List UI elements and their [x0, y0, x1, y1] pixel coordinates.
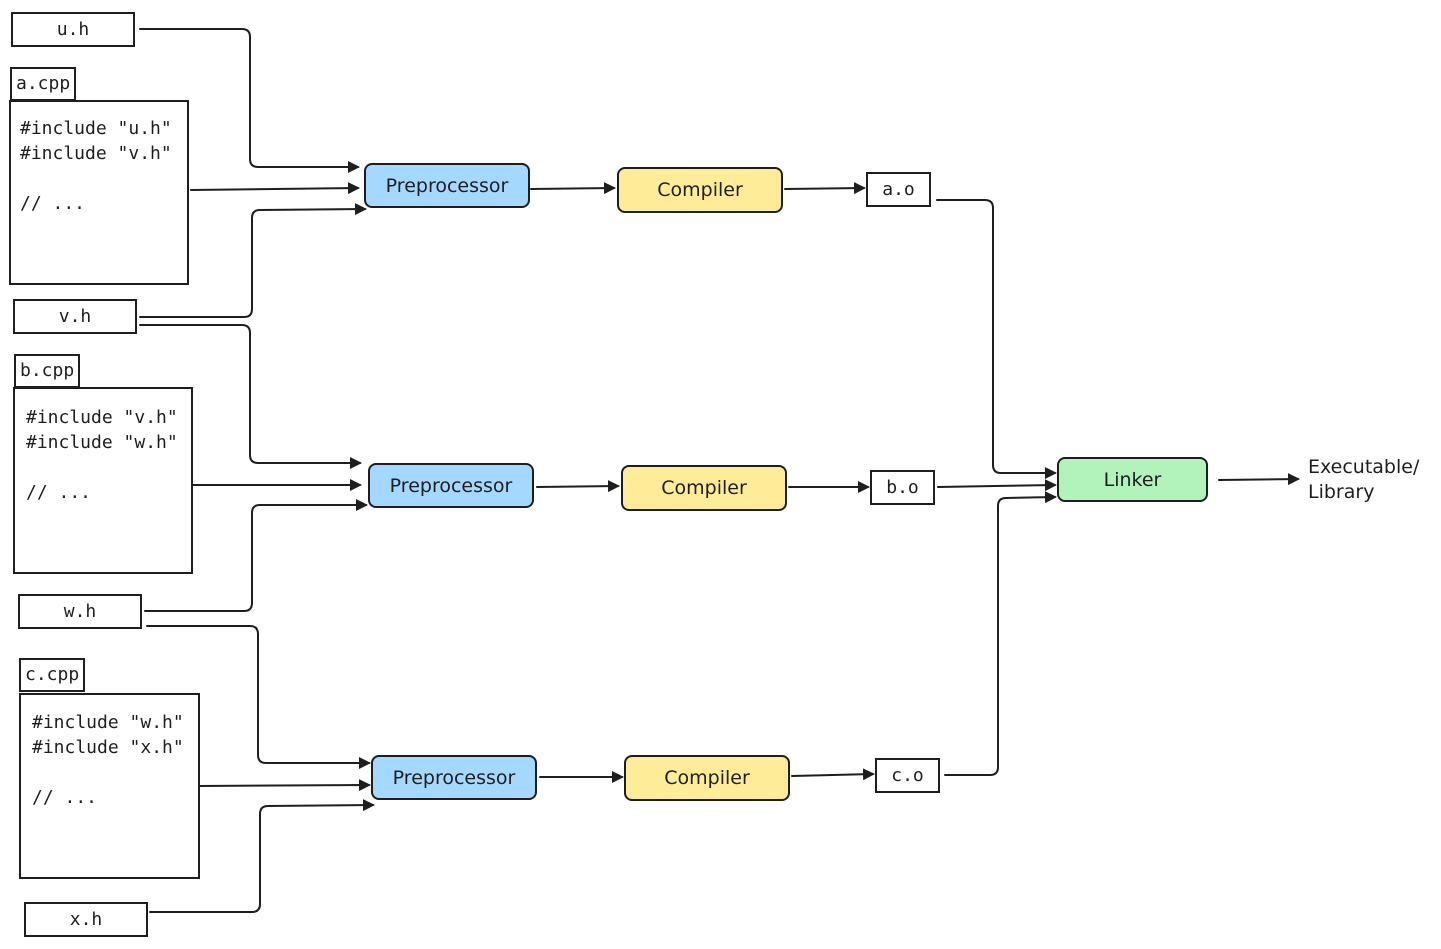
header-file-v-label: v.h: [58, 306, 92, 327]
source-c-line-1: #include "w.h": [32, 712, 184, 733]
arrow-a-cpp-to-preprocessor-a: [190, 182, 360, 195]
source-a-line-2: #include "v.h": [20, 143, 172, 164]
source-c-line-2: #include "x.h": [32, 737, 184, 758]
compiler-a-label: Compiler: [657, 179, 743, 201]
header-file-v: v.h: [13, 299, 137, 334]
source-a-line-4: // ...: [20, 193, 86, 214]
compiler-c-label: Compiler: [664, 767, 750, 789]
output-label-line-1: Executable/: [1308, 456, 1420, 478]
compiler-c: Compiler: [624, 755, 790, 801]
source-file-a-body: #include "u.h" #include "v.h" // ...: [9, 100, 189, 285]
source-b-line-2: #include "w.h": [26, 432, 178, 453]
source-b-line-1: #include "v.h": [26, 407, 178, 428]
source-file-b-tab: b.cpp: [14, 354, 80, 388]
arrow-c-cpp-to-preprocessor-c: [198, 779, 371, 792]
header-file-w: w.h: [18, 594, 142, 629]
source-file-c-name: c.cpp: [25, 664, 80, 685]
preprocessor-a: Preprocessor: [364, 163, 530, 208]
header-file-u: u.h: [11, 12, 135, 47]
arrow-w-h-to-preprocessor-c: [146, 625, 371, 769]
source-b-line-3: [26, 455, 191, 480]
arrow-linker-to-output: [1218, 473, 1300, 486]
object-file-a: a.o: [866, 172, 931, 207]
source-a-line-1: #include "u.h": [20, 118, 172, 139]
linker-label: Linker: [1103, 468, 1162, 491]
arrow-preprocessor-b-to-compiler-b: [536, 480, 620, 493]
object-file-b-label: b.o: [886, 477, 919, 498]
preprocessor-b-label: Preprocessor: [389, 474, 513, 497]
arrow-v-h-to-preprocessor-a: [139, 203, 367, 318]
source-c-line-4: // ...: [32, 787, 98, 808]
arrow-a-o-to-linker: [936, 199, 1057, 479]
object-file-c: c.o: [875, 758, 940, 793]
source-b-line-4: // ...: [26, 482, 92, 503]
output-label: Executable/ Library: [1308, 455, 1438, 505]
arrow-compiler-c-to-c-o: [791, 768, 875, 781]
arrow-w-h-to-preprocessor-b: [144, 499, 368, 612]
linker: Linker: [1057, 457, 1208, 502]
source-file-c-tab: c.cpp: [19, 658, 85, 692]
object-file-c-label: c.o: [891, 765, 924, 786]
source-c-line-3: [32, 760, 198, 785]
header-file-x: x.h: [24, 902, 148, 937]
compiler-b: Compiler: [621, 465, 787, 511]
source-file-a-name: a.cpp: [16, 73, 71, 94]
object-file-a-label: a.o: [882, 179, 915, 200]
source-file-a-tab: a.cpp: [10, 67, 76, 101]
arrow-x-h-to-preprocessor-c: [149, 799, 375, 913]
arrow-v-h-to-preprocessor-b: [139, 324, 362, 469]
preprocessor-c-label: Preprocessor: [392, 766, 516, 789]
header-file-u-label: u.h: [56, 19, 90, 40]
arrow-preprocessor-a-to-compiler-a: [530, 182, 616, 195]
source-a-line-3: [20, 166, 187, 191]
preprocessor-b: Preprocessor: [368, 463, 534, 508]
source-file-b-name: b.cpp: [20, 360, 75, 381]
arrow-c-o-to-linker: [944, 491, 1057, 776]
source-file-b-body: #include "v.h" #include "w.h" // ...: [13, 387, 193, 574]
header-file-x-label: x.h: [69, 909, 103, 930]
header-file-w-label: w.h: [63, 601, 97, 622]
compiler-a: Compiler: [617, 167, 783, 213]
output-label-line-2: Library: [1308, 481, 1375, 503]
arrow-b-o-to-linker: [937, 479, 1057, 492]
preprocessor-a-label: Preprocessor: [385, 174, 509, 197]
arrow-u-h-to-preprocessor-a: [139, 28, 360, 173]
source-file-c-body: #include "w.h" #include "x.h" // ...: [19, 693, 200, 879]
compiler-b-label: Compiler: [661, 477, 747, 499]
arrow-compiler-a-to-a-o: [784, 182, 866, 195]
object-file-b: b.o: [870, 470, 935, 505]
preprocessor-c: Preprocessor: [371, 755, 537, 800]
